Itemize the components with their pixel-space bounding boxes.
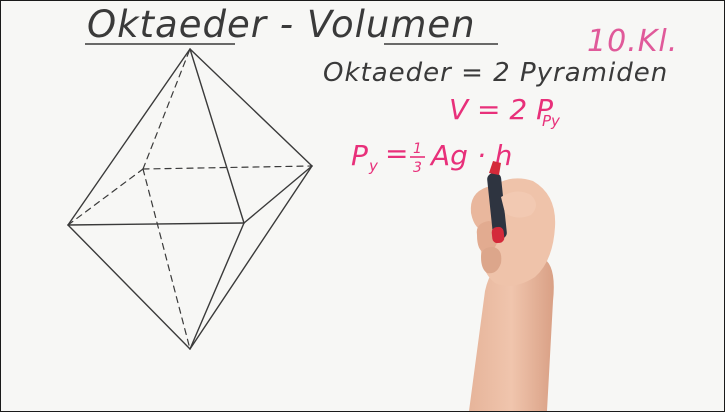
edge [189, 222, 245, 350]
edge [189, 165, 313, 350]
statement-text: Oktaeder = 2 Pyramiden [323, 58, 668, 88]
class-label: 10.Kl. [587, 24, 678, 59]
volume-formula: V = 2 P [449, 93, 553, 126]
edge [67, 224, 191, 350]
edge [189, 48, 245, 224]
fraction-denominator: 3 [413, 160, 422, 176]
edge [67, 48, 191, 226]
hidden-edge [142, 48, 191, 170]
pyramid-rhs: Ag · h [429, 139, 512, 172]
edge [243, 165, 313, 224]
edge [189, 48, 313, 167]
octahedron-diagram [67, 48, 313, 350]
hidden-edge [142, 165, 313, 170]
volume-subscript: Py [542, 112, 561, 130]
title-text: Oktaeder - Volumen [87, 3, 476, 46]
edge [67, 222, 245, 226]
pyramid-lhs: P [351, 139, 368, 172]
fraction-numerator: 1 [413, 141, 422, 157]
hidden-edge [142, 168, 191, 350]
hidden-edge [67, 168, 144, 226]
pyramid-lhs-subscript: y [368, 157, 379, 175]
pyramid-equals: = [385, 137, 408, 170]
